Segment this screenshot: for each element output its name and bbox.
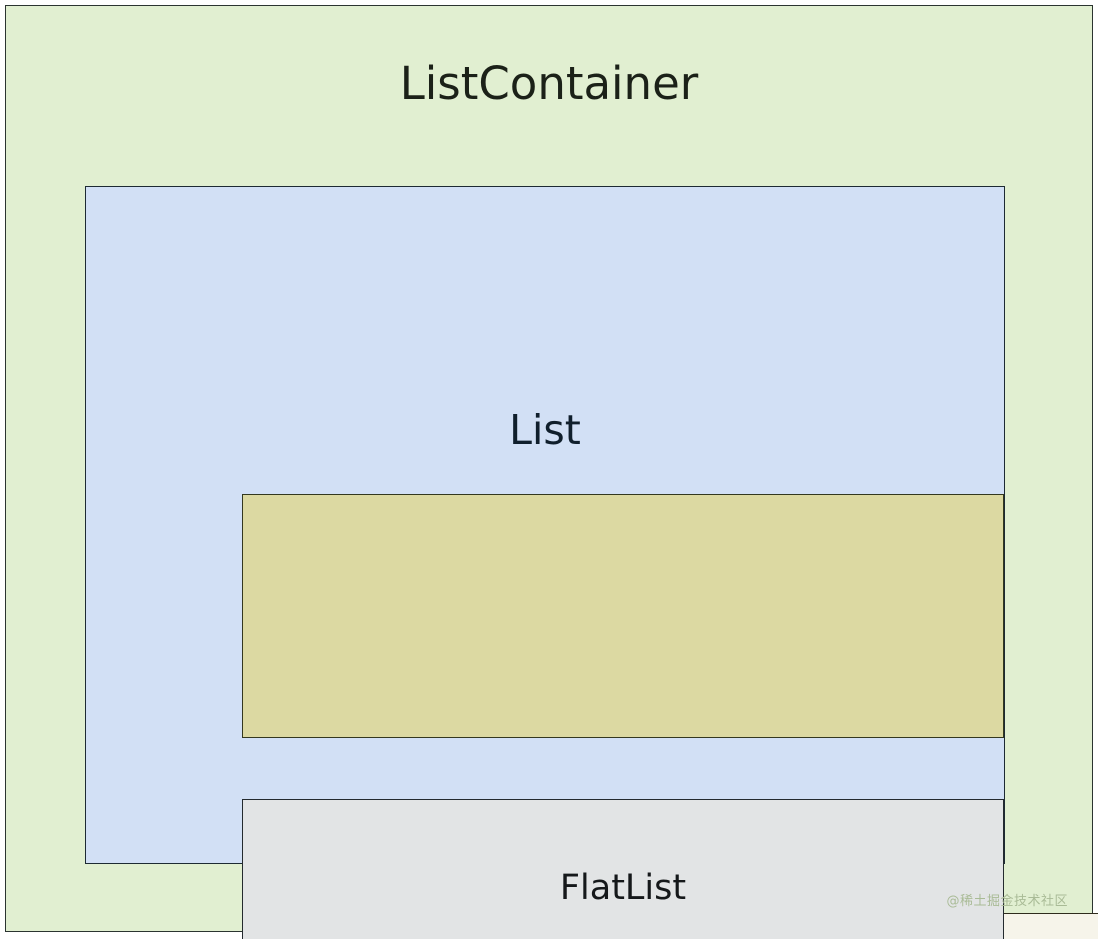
node-flat-list-label: FlatList	[559, 868, 687, 908]
watermark: @稀土掘金技术社区	[946, 894, 1068, 909]
node-list-label: List	[509, 406, 581, 454]
node-list-controls: ListControls ListFilter ListSort	[242, 494, 1098, 939]
node-list: List ListControls ListFilter ListSort Fl…	[85, 186, 1098, 939]
node-flat-list: FlatList	[242, 799, 1004, 939]
node-list-container: ListContainer List ListControls ListFilt…	[5, 5, 1098, 939]
node-list-container-label: ListContainer	[399, 57, 699, 110]
